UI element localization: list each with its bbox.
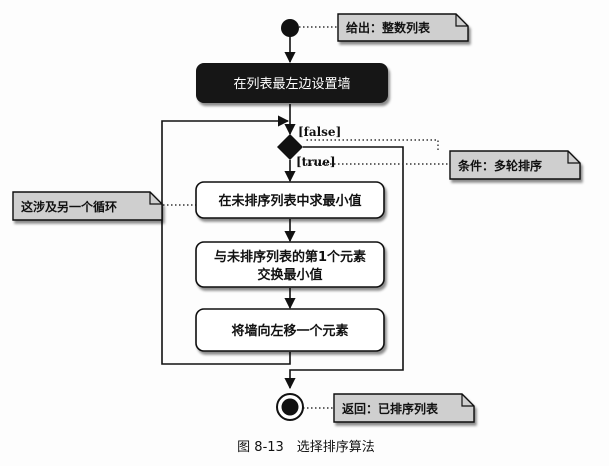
guard-true-label: [true] xyxy=(296,155,336,169)
decision-diamond xyxy=(277,134,303,160)
note-return-fold xyxy=(461,394,474,407)
connector-decision-false-exit xyxy=(284,146,404,390)
note-return-shape xyxy=(333,393,475,423)
note-return-label: 返回：已排序列表 xyxy=(342,401,439,416)
action-find-min-label: 在未排序列表中求最小值 xyxy=(218,193,361,209)
note-condition-shape xyxy=(449,150,581,180)
action-set-wall-box xyxy=(196,63,388,103)
note-link-condition xyxy=(306,139,439,150)
figure-caption: 图 8-13 选择排序算法 xyxy=(237,440,375,455)
flow-connectors xyxy=(161,36,404,390)
note-links xyxy=(163,26,450,409)
action-swap-label-line1: 与未排序列表的第1个元素 xyxy=(214,249,366,265)
note-condition-fold xyxy=(567,151,580,164)
action-swap-box xyxy=(195,241,385,288)
note-output: 给出：整数列表 xyxy=(337,13,469,42)
note-return: 返回：已排序列表 xyxy=(333,393,475,423)
connector-loop-back xyxy=(161,115,291,365)
note-condition-label: 条件：多轮排序 xyxy=(457,158,542,173)
action-move-wall-label: 将墙向左移一个元素 xyxy=(231,323,348,339)
note-output-shape xyxy=(337,13,469,42)
action-move-wall-box xyxy=(195,308,385,352)
guard-false-label: [false] xyxy=(298,125,341,139)
note-output-fold xyxy=(455,14,468,27)
end-node-inner xyxy=(281,398,299,416)
note-condition: 条件：多轮排序 xyxy=(449,150,581,180)
action-set-wall-label: 在列表最左边设置墙 xyxy=(233,77,350,92)
action-find-min-box xyxy=(195,181,385,219)
start-node xyxy=(281,19,299,37)
note-output-label: 给出：整数列表 xyxy=(346,20,431,35)
note-inner-loop: 这涉及另一个循环 xyxy=(12,191,163,221)
note-inner-loop-shape xyxy=(12,191,163,221)
action-swap-label-line2: 交换最小值 xyxy=(257,267,322,283)
note-inner-loop-fold xyxy=(149,192,162,205)
note-inner-loop-label: 这涉及另一个循环 xyxy=(21,199,117,214)
